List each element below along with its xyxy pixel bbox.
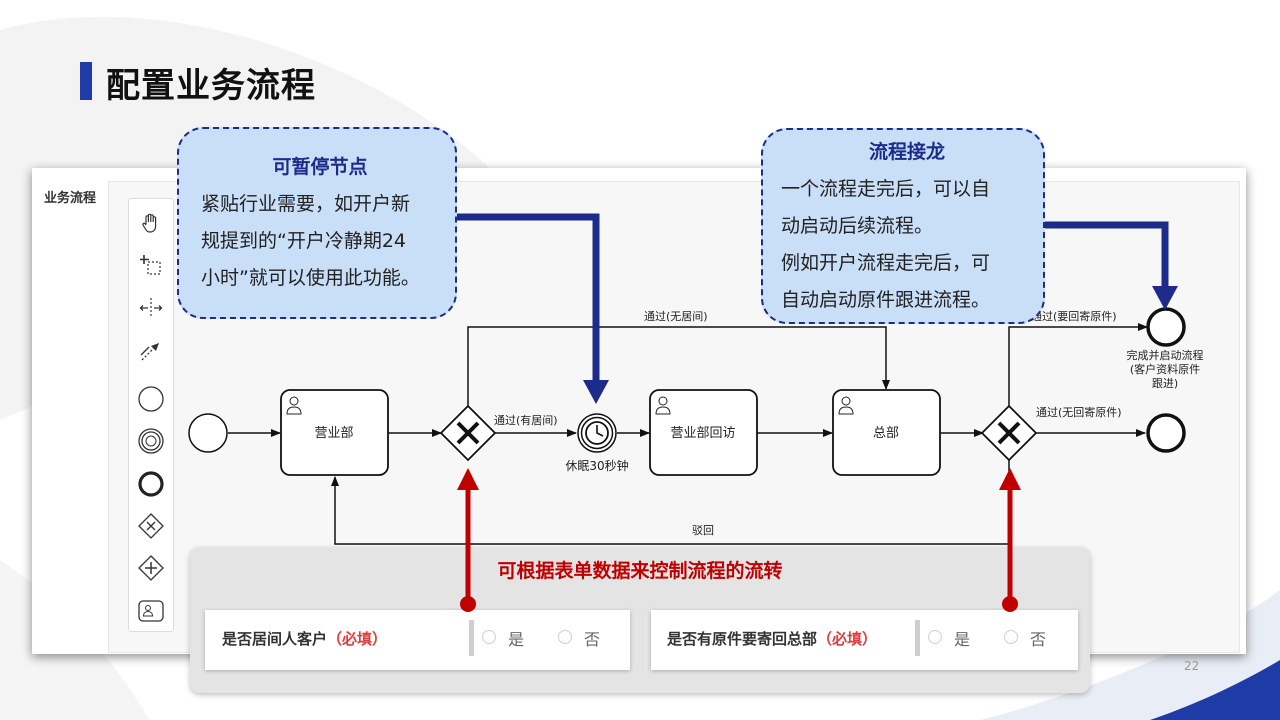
form-field-intermediary: 是否居间人客户（必填） 是 否 [205, 610, 630, 670]
end-label-line-3: 跟进) [1152, 377, 1178, 390]
callout-relay-line-4: 自动启动原件跟进流程。 [781, 289, 991, 311]
gateway-2 [980, 404, 1038, 462]
exclusive-gateway-icon[interactable] [135, 510, 167, 542]
end-event-plain [1146, 413, 1186, 453]
callout-pause-title: 可暂停节点 [272, 156, 368, 178]
radio-yes-label[interactable]: 是 [954, 630, 971, 649]
tool-palette [128, 198, 174, 632]
blue-arrow-pause [457, 213, 609, 404]
flow-gateway2-to-end1 [1008, 323, 1148, 406]
flow-label-reject: 驳回 [692, 524, 714, 537]
parallel-gateway-icon[interactable] [135, 552, 167, 584]
start-event [188, 413, 228, 453]
intermediate-event-icon[interactable] [135, 425, 167, 457]
callout-relay-line-1: 一个流程走完后，可以自 [781, 178, 991, 200]
flow-gateway1-to-hq [467, 326, 890, 406]
user-task-icon[interactable] [135, 595, 167, 627]
callout-relay-line-2: 动启动后续流程。 [781, 215, 934, 237]
radio-yes[interactable] [482, 630, 496, 644]
flow-label-need-mail: 通过(要回寄原件) [1031, 309, 1117, 323]
form-field-mail-original: 是否有原件要寄回总部（必填） 是 否 [651, 610, 1078, 670]
timer-event [577, 413, 617, 453]
page-number: 22 [1184, 659, 1200, 673]
radio-no[interactable] [1004, 630, 1018, 644]
flow-label-with-intermediary: 通过(有居间) [494, 413, 558, 427]
required-marker: （必填） [327, 630, 388, 648]
flow-label-no-intermediary: 通过(无居间) [644, 310, 708, 323]
connect-tool-icon[interactable] [135, 335, 167, 367]
field-separator [469, 620, 474, 656]
end-label-line-2: (客户资料原件 [1130, 362, 1200, 376]
form-field-label: 是否有原件要寄回总部 [667, 630, 818, 648]
callout-relay-line-3: 例如开户流程走完后，可 [781, 252, 991, 274]
radio-no-label[interactable]: 否 [584, 630, 601, 649]
end-event-icon[interactable] [135, 468, 167, 500]
radio-no-label[interactable]: 否 [1030, 630, 1047, 649]
red-arrow-gateway-2 [999, 468, 1021, 612]
field-separator [915, 620, 920, 656]
blue-arrow-relay [1045, 221, 1178, 310]
task-hq-label: 总部 [873, 426, 899, 441]
timer-label: 休眠30秒钟 [565, 458, 628, 473]
callout-pause-line-2: 规提到的“开户冷静期24 [201, 230, 407, 252]
callout-process-relay: 流程接龙 一个流程走完后，可以自 动启动后续流程。 例如开户流程走完后，可 自动… [761, 128, 1045, 324]
callout-pause-line-3: 小时”就可以使用此功能。 [201, 267, 420, 289]
task-revisit-label: 营业部回访 [670, 426, 735, 441]
card-label: 业务流程 [44, 191, 97, 206]
callout-pause-node: 可暂停节点 紧贴行业需要，如开户新 规提到的“开户冷静期24 小时”就可以使用此… [177, 127, 457, 319]
hand-tool-icon[interactable] [135, 207, 167, 239]
end-event-complete [1146, 307, 1186, 347]
form-field-label: 是否居间人客户 [222, 630, 328, 648]
red-arrow-gateway-1 [457, 468, 479, 612]
task-sales: 营业部 [280, 389, 389, 476]
radio-no[interactable] [558, 630, 572, 644]
gateway-1 [439, 404, 497, 462]
task-hq: 总部 [832, 389, 941, 476]
title-accent-bar [80, 62, 92, 100]
task-sales-label: 营业部 [314, 426, 353, 441]
page-title: 配置业务流程 [106, 66, 316, 106]
task-revisit: 营业部回访 [649, 389, 758, 476]
radio-yes-label[interactable]: 是 [508, 630, 525, 649]
space-tool-icon[interactable] [135, 292, 167, 324]
end-label-line-1: 完成并启动流程 [1127, 348, 1204, 362]
callout-relay-title: 流程接龙 [868, 141, 945, 163]
required-marker: （必填） [817, 630, 878, 648]
flow-label-no-mail: 通过(无回寄原件) [1036, 405, 1122, 419]
start-event-icon[interactable] [135, 383, 167, 415]
lasso-tool-icon[interactable] [135, 249, 167, 281]
callout-pause-line-1: 紧贴行业需要，如开户新 [201, 193, 411, 215]
radio-yes[interactable] [928, 630, 942, 644]
form-panel-title: 可根据表单数据来控制流程的流转 [497, 560, 783, 582]
